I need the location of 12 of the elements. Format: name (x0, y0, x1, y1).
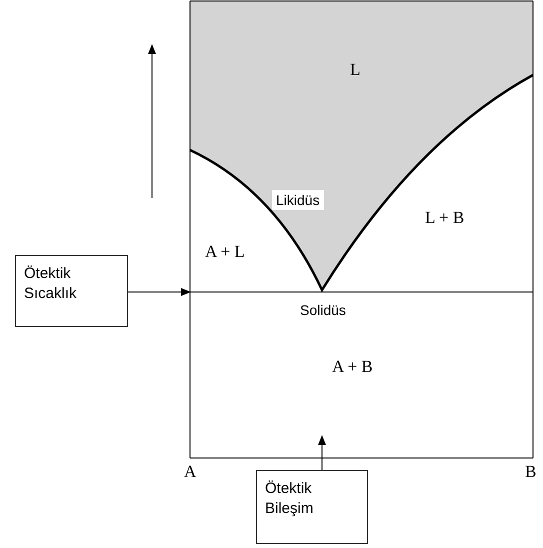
axis-label: A (184, 462, 196, 482)
liquidus-label: Likidüs (272, 190, 324, 210)
axis-label: B (525, 462, 536, 482)
phase-label: A + L (205, 242, 245, 262)
phase-label: A + B (332, 357, 373, 377)
text-box: Ötektik Sıcaklık (15, 255, 128, 327)
phase-label: L + B (425, 208, 464, 228)
phase-label: L (350, 60, 360, 80)
solidus-label: Solidüs (300, 302, 346, 318)
arrow (318, 435, 326, 470)
text-box: Ötektik Bileşim (256, 470, 368, 544)
arrow (128, 288, 191, 296)
